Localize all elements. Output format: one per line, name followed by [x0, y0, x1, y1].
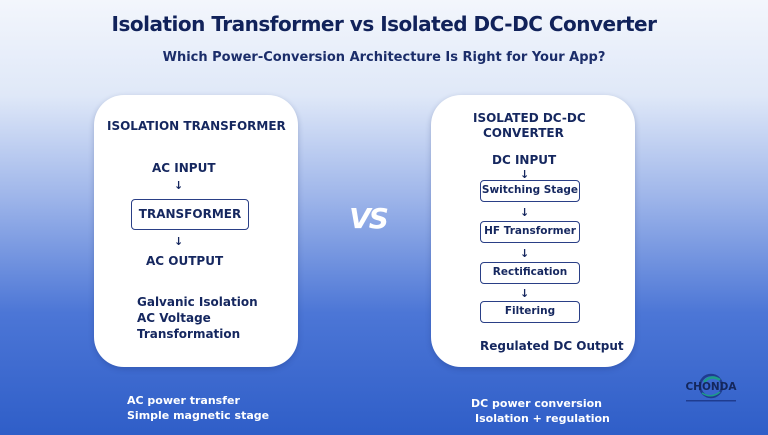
down-arrow-icon: ↓: [174, 179, 184, 192]
dc-input-label: DC INPUT: [492, 153, 557, 167]
footer-right: DC power conversion Isolation + regulati…: [471, 396, 610, 426]
left-features: Galvanic Isolation AC Voltage Transforma…: [137, 294, 258, 342]
footer-line: Isolation + regulation: [475, 412, 610, 425]
footer-line: AC power transfer: [127, 394, 240, 407]
feature-item: Transformation: [137, 327, 241, 341]
switching-stage-box: Switching Stage: [480, 180, 580, 202]
down-arrow-icon: ↓: [520, 287, 530, 300]
down-arrow-icon: ↓: [520, 247, 530, 260]
chonda-logo: CHONDA: [680, 371, 742, 407]
rectification-box: Rectification: [480, 262, 580, 284]
hf-transformer-box: HF Transformer: [480, 221, 580, 243]
filtering-box: Filtering: [480, 301, 580, 323]
down-arrow-icon: ↓: [174, 235, 184, 248]
ac-output-label: AC OUTPUT: [146, 254, 224, 268]
footer-left: AC power transfer Simple magnetic stage: [127, 393, 269, 423]
down-arrow-icon: ↓: [520, 206, 530, 219]
down-arrow-icon: ↓: [520, 168, 530, 181]
page-subtitle: Which Power-Conversion Architecture Is R…: [162, 50, 606, 65]
transformer-box: TRANSFORMER: [131, 199, 249, 230]
page-title: Isolation Transformer vs Isolated DC-DC …: [111, 12, 657, 36]
footer-line: Simple magnetic stage: [127, 409, 270, 422]
logo-text: CHONDA: [685, 381, 737, 393]
feature-item: Galvanic Isolation: [137, 295, 258, 309]
right-card-heading: ISOLATED DC-DC CONVERTER: [473, 111, 586, 141]
ac-input-label: AC INPUT: [152, 161, 216, 175]
heading-line: ISOLATED DC-DC: [473, 111, 586, 125]
regulated-dc-output-label: Regulated DC Output: [480, 339, 624, 353]
left-card-heading: ISOLATION TRANSFORMER: [107, 119, 286, 133]
feature-item: AC Voltage: [137, 311, 211, 325]
chonda-logo-icon: CHONDA: [685, 373, 737, 402]
footer-line: DC power conversion: [471, 397, 603, 410]
heading-line: CONVERTER: [483, 126, 564, 140]
vs-label: VS: [349, 202, 389, 235]
isolation-transformer-card: [94, 95, 298, 367]
